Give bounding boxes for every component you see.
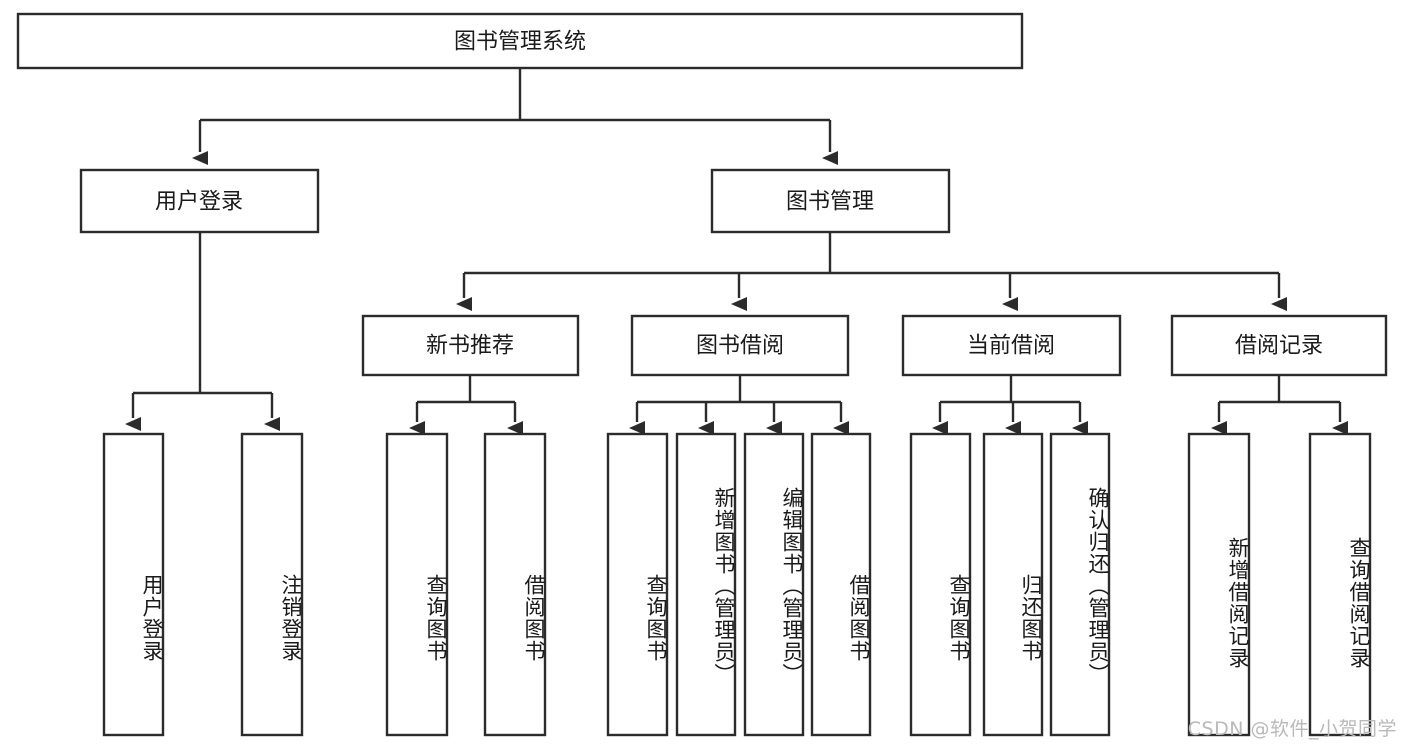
leaf-query-book-3-box[interactable] (909, 432, 972, 737)
node-book-manage-label: 图书管理 (786, 190, 874, 215)
node-new-book-recommend[interactable]: 新书推荐 (361, 314, 580, 377)
connectors-current-borrow-to-leaves (932, 375, 1088, 435)
leaf-query-borrow-record-box[interactable] (1308, 432, 1372, 737)
node-book-borrow[interactable]: 图书借阅 (630, 314, 850, 377)
node-user-login-box[interactable] (79, 168, 320, 234)
leaf-borrow-book-2-box[interactable] (810, 432, 872, 737)
connectors-book-borrow-to-leaves (629, 375, 849, 435)
node-current-borrow-box[interactable] (901, 314, 1122, 377)
node-borrow-record[interactable]: 借阅记录 (1170, 314, 1388, 377)
leaf-add-borrow-record-box[interactable] (1187, 432, 1251, 737)
leaf-logout-login-box[interactable] (240, 432, 304, 737)
csdn-watermark: CSDN @软件_小贺同学 (1187, 718, 1397, 740)
node-book-manage[interactable]: 图书管理 (710, 168, 951, 234)
leaf-query-book-2-box[interactable] (606, 432, 669, 737)
node-user-login[interactable]: 用户登录 (79, 168, 320, 234)
leaf-boxes (102, 432, 1372, 737)
node-root[interactable]: 图书管理系统 (16, 12, 1024, 70)
node-new-book-recommend-box[interactable] (361, 314, 580, 377)
node-root-box[interactable] (16, 12, 1024, 70)
leaf-query-book-1-box[interactable] (385, 432, 449, 737)
connectors-book-manage-to-level3 (456, 232, 1287, 311)
leaf-add-book-box[interactable] (675, 432, 737, 737)
leaf-user-login-box[interactable] (102, 432, 165, 737)
node-borrow-record-box[interactable] (1170, 314, 1388, 377)
node-book-borrow-box[interactable] (630, 314, 850, 377)
leaf-return-book-box[interactable] (982, 432, 1044, 737)
connectors-new-book-recommend-to-leaves (409, 375, 523, 435)
connectors-borrow-record-to-leaves (1211, 375, 1348, 435)
connectors-user-login-to-leaves (125, 232, 280, 431)
node-book-manage-box[interactable] (710, 168, 951, 234)
node-borrow-record-label: 借阅记录 (1235, 334, 1323, 359)
node-user-login-label: 用户登录 (155, 190, 243, 215)
node-current-borrow[interactable]: 当前借阅 (901, 314, 1122, 377)
node-root-label: 图书管理系统 (454, 30, 586, 55)
node-new-book-recommend-label: 新书推荐 (426, 334, 514, 359)
connectors-root-to-level2 (192, 68, 838, 165)
node-current-borrow-label: 当前借阅 (967, 334, 1055, 359)
node-book-borrow-label: 图书借阅 (696, 334, 784, 359)
leaf-borrow-book-1-box[interactable] (483, 432, 547, 737)
leaf-edit-book-box[interactable] (743, 432, 805, 737)
leaf-confirm-return-box[interactable] (1049, 432, 1111, 737)
